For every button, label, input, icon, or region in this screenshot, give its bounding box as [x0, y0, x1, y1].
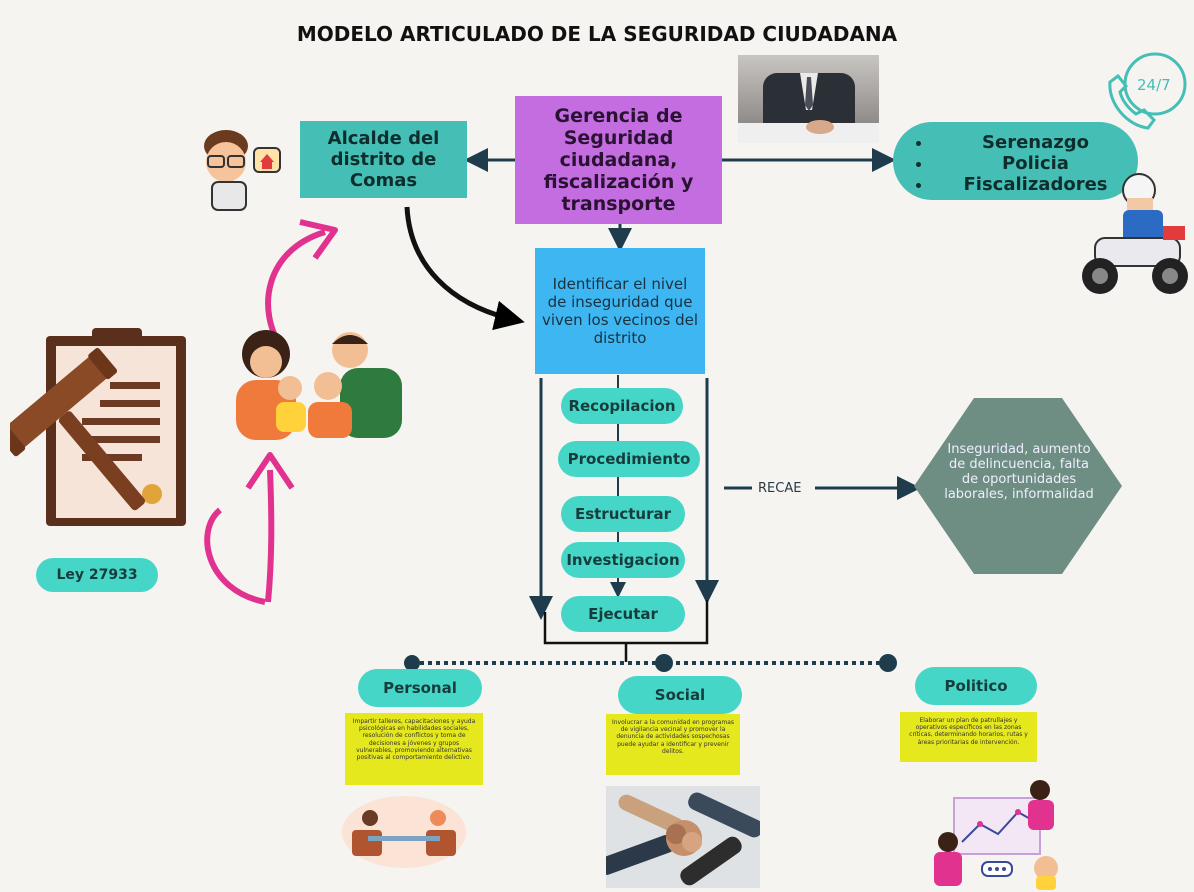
phone-24-7-icon: 24/7 [1100, 44, 1192, 132]
page-title: MODELO ARTICULADO DE LA SEGURIDAD CIUDAD… [296, 22, 898, 46]
problem-text: Inseguridad, aumento de delincuencia, fa… [944, 442, 1094, 502]
alcalde-box: Alcalde del distrito de Comas [300, 121, 467, 198]
note-politico: Elaborar un plan de patrullajes y operat… [900, 712, 1037, 762]
step-procedimiento: Procedimiento [558, 441, 700, 477]
curved-arrow-alcalde [404, 206, 525, 331]
category-personal: Personal [358, 669, 482, 707]
branch-node-politico [879, 654, 897, 672]
gerencia-box: Gerencia de Seguridad ciudadana, fiscali… [515, 96, 722, 224]
agents-list: Serenazgo Policia Fiscalizadores [893, 132, 1138, 195]
pink-loop-arrow [204, 507, 266, 605]
recae-label: RECAE [758, 481, 802, 496]
note-social: Involucrar a la comunidad en programas d… [606, 714, 740, 775]
step-recopilacion: Recopilacion [561, 388, 683, 424]
step-estructurar: Estructurar [561, 496, 685, 532]
category-politico: Politico [915, 667, 1037, 705]
gavel-document-icon [10, 324, 190, 534]
agent-fiscalizadores: Fiscalizadores [933, 174, 1138, 195]
teamwork-hands-photo [606, 786, 760, 888]
mayor-avatar-icon [198, 126, 288, 212]
executive-photo [738, 55, 879, 143]
step-investigacion: Investigacion [561, 542, 685, 578]
category-social: Social [618, 676, 742, 714]
branch-node-social [655, 654, 673, 672]
identificar-box: Identificar el nivel de inseguridad que … [535, 248, 705, 374]
agent-serenazgo: Serenazgo [933, 132, 1138, 153]
police-motorcycle-icon [1075, 168, 1194, 298]
planning-team-illustration [920, 772, 1060, 890]
badge-24-7: 24/7 [1137, 76, 1171, 94]
note-personal: Impartir talleres, capacitaciones y ayud… [345, 713, 483, 785]
step-ejecutar: Ejecutar [561, 596, 685, 632]
agents-box: Serenazgo Policia Fiscalizadores [893, 122, 1138, 200]
ley-badge: Ley 27933 [36, 558, 158, 592]
agent-policia: Policia [933, 153, 1138, 174]
pink-arrowhead-lower [245, 452, 295, 490]
counseling-illustration [340, 790, 468, 870]
problem-hexagon [914, 398, 1122, 574]
branch-node-personal [404, 655, 420, 671]
family-icon [228, 328, 408, 456]
